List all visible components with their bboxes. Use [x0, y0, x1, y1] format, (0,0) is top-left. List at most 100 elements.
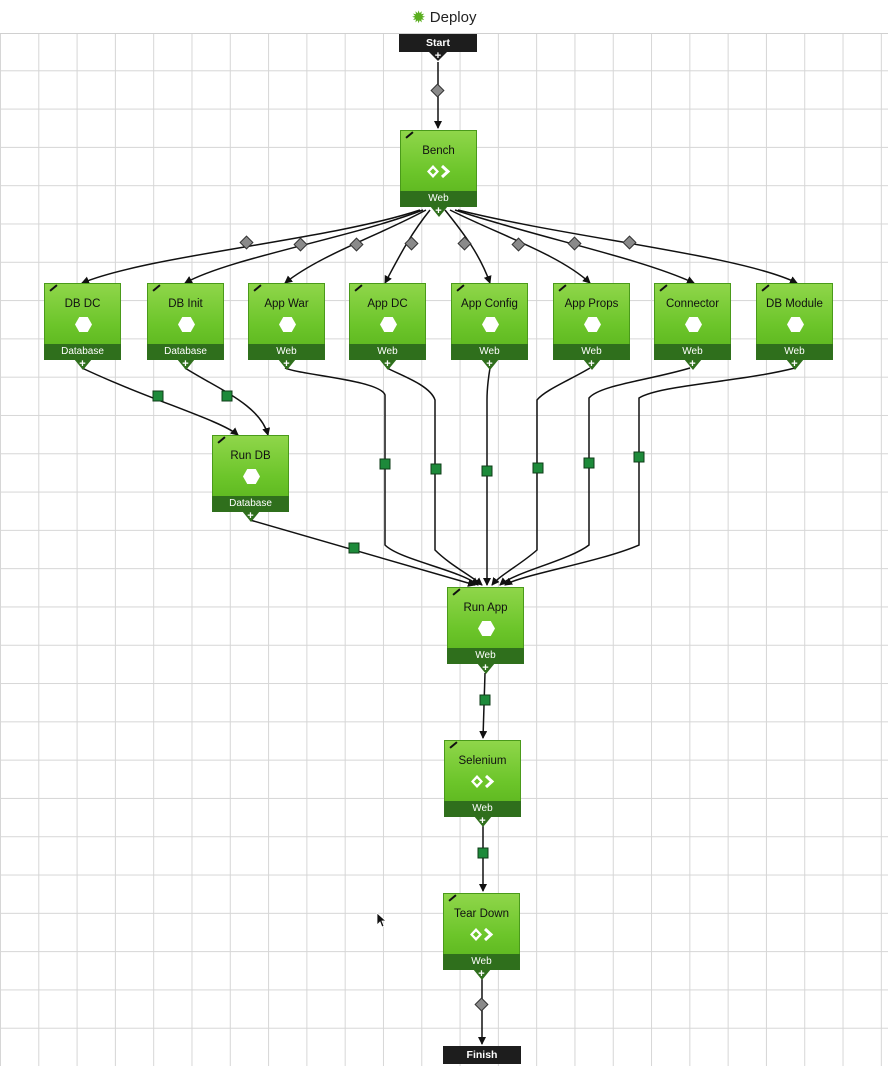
finish-node[interactable]: Finish — [443, 1046, 521, 1064]
add-step-icon[interactable]: + — [79, 358, 86, 370]
success-marker — [152, 390, 164, 402]
step-node-run-app[interactable]: Run App Web + — [447, 587, 524, 674]
condition-marker — [349, 237, 364, 252]
edit-icon[interactable] — [449, 741, 458, 749]
diamond-arrows-icon — [427, 164, 451, 179]
condition-marker — [511, 237, 526, 252]
edit-icon[interactable] — [354, 284, 363, 292]
step-node-db-init[interactable]: DB Init Database + — [147, 283, 224, 370]
edge-connector-run-app — [499, 367, 691, 586]
environment-label: Database — [212, 496, 289, 512]
step-name: App War — [264, 298, 309, 310]
condition-marker — [474, 997, 489, 1012]
success-marker — [481, 465, 493, 477]
add-step-icon[interactable]: + — [384, 358, 391, 370]
environment-label: Web — [443, 954, 520, 970]
step-name: DB Init — [168, 298, 203, 310]
step-node-db-module[interactable]: DB Module Web + — [756, 283, 833, 370]
add-step-icon[interactable]: + — [689, 358, 696, 370]
edit-icon[interactable] — [456, 284, 465, 292]
edge-app-props-run-app — [491, 367, 591, 586]
environment-label: Web — [654, 344, 731, 360]
hexagon-icon — [75, 317, 92, 332]
edit-icon[interactable] — [49, 284, 58, 292]
edit-icon[interactable] — [217, 436, 226, 444]
add-step-icon[interactable]: + — [791, 358, 798, 370]
edge-bench-db-init — [184, 209, 424, 284]
add-step-icon[interactable]: + — [434, 50, 442, 62]
add-step-icon[interactable]: + — [588, 358, 595, 370]
add-step-icon[interactable]: + — [486, 358, 493, 370]
success-marker — [633, 451, 645, 463]
edit-icon[interactable] — [253, 284, 262, 292]
finish-label: Finish — [466, 1049, 498, 1061]
step-node-db-dc[interactable]: DB DC Database + — [44, 283, 121, 370]
step-name: Run DB — [230, 450, 271, 462]
step-node-tear-down[interactable]: Tear Down Web + — [443, 893, 520, 980]
add-step-icon[interactable]: + — [435, 205, 442, 217]
add-step-icon[interactable]: + — [247, 510, 254, 522]
edit-icon[interactable] — [558, 284, 567, 292]
condition-marker — [622, 235, 637, 250]
add-step-icon[interactable]: + — [478, 968, 485, 980]
success-marker — [430, 463, 442, 475]
step-name: DB DC — [64, 298, 101, 310]
environment-label: Database — [147, 344, 224, 360]
edit-icon[interactable] — [659, 284, 668, 292]
step-node-app-props[interactable]: App Props Web + — [553, 283, 630, 370]
edge-bench-db-module — [457, 209, 798, 284]
edit-icon[interactable] — [761, 284, 770, 292]
edit-icon[interactable] — [152, 284, 161, 292]
edge-run-db-run-app — [249, 519, 476, 587]
add-step-icon[interactable]: + — [283, 358, 290, 370]
environment-label: Web — [248, 344, 325, 360]
success-marker — [532, 462, 544, 474]
condition-marker — [430, 83, 445, 98]
edge-bench-connector — [454, 209, 695, 284]
environment-label: Web — [756, 344, 833, 360]
edge-bench-app-config — [444, 209, 492, 284]
step-name: Run App — [463, 602, 508, 614]
edit-icon[interactable] — [448, 894, 457, 902]
process-title-text: Deploy — [429, 9, 477, 26]
environment-label: Web — [553, 344, 630, 360]
mouse-cursor-icon — [376, 912, 388, 928]
process-title: ✹Deploy — [0, 8, 888, 28]
add-step-icon[interactable]: + — [479, 815, 486, 827]
hexagon-icon — [178, 317, 195, 332]
add-step-icon[interactable]: + — [482, 662, 489, 674]
diamond-arrows-icon — [470, 927, 494, 942]
edit-icon[interactable] — [452, 588, 461, 596]
step-name: Bench — [422, 145, 455, 157]
step-node-connector[interactable]: Connector Web + — [654, 283, 731, 370]
edge-app-dc-run-app — [386, 367, 483, 586]
add-step-icon[interactable]: + — [182, 358, 189, 370]
start-node[interactable]: Start + — [399, 34, 477, 62]
diamond-arrows-icon — [471, 774, 495, 789]
edge-app-war-run-app — [284, 367, 479, 586]
condition-marker — [404, 236, 419, 251]
start-label: Start — [426, 37, 450, 49]
edit-icon[interactable] — [405, 131, 414, 139]
success-marker — [479, 694, 491, 706]
edge-bench-app-dc — [384, 209, 431, 284]
edge-bench-app-props — [449, 209, 591, 284]
success-marker — [477, 847, 489, 859]
edge-app-config-run-app — [483, 367, 491, 586]
environment-label: Web — [451, 344, 528, 360]
step-node-selenium[interactable]: Selenium Web + — [444, 740, 521, 827]
hexagon-icon — [279, 317, 296, 332]
success-marker — [379, 458, 391, 470]
step-node-app-dc[interactable]: App DC Web + — [349, 283, 426, 370]
hexagon-icon — [584, 317, 601, 332]
step-node-run-db[interactable]: Run DB Database + — [212, 435, 289, 522]
environment-label: Web — [400, 191, 477, 207]
step-name: App Props — [564, 298, 619, 310]
condition-marker — [239, 235, 254, 250]
step-node-bench[interactable]: Bench Web + — [400, 130, 477, 217]
step-node-app-config[interactable]: App Config Web + — [451, 283, 528, 370]
environment-label: Web — [444, 801, 521, 817]
step-node-app-war[interactable]: App War Web + — [248, 283, 325, 370]
